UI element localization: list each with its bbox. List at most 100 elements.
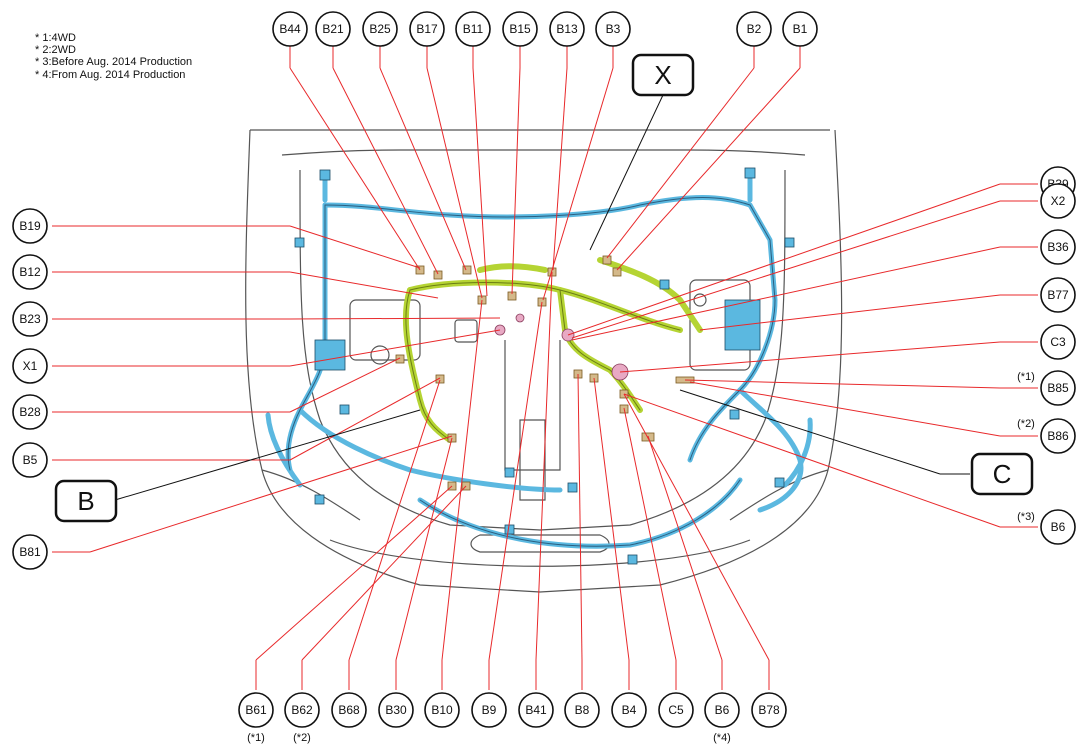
callout-circle (409, 11, 445, 47)
callout-label: B36 (1047, 240, 1069, 254)
connector-block (602, 255, 612, 265)
callout-b25: B25 (362, 11, 398, 47)
callout-b19: B19 (12, 208, 48, 244)
callout-c3: C3 (1040, 324, 1076, 360)
callout-circle (564, 692, 600, 728)
callout-label: X1 (23, 359, 38, 373)
callout-label: B6 (1051, 520, 1066, 534)
callout-b85: B85 (1040, 370, 1076, 406)
callout-circle (272, 11, 308, 47)
callout-label: X2 (1051, 194, 1066, 208)
callout-label: B61 (245, 703, 267, 717)
callout-b6: B6 (704, 692, 740, 728)
callout-b5: B5 (12, 442, 48, 478)
connector-block (744, 167, 756, 179)
connector-block (729, 409, 740, 420)
callout-label: B1 (793, 22, 808, 36)
callout-circle (549, 11, 585, 47)
callout-label: B15 (509, 22, 531, 36)
callout-b15: B15 (502, 11, 538, 47)
callout-label: B10 (431, 703, 453, 717)
callout-label: B77 (1047, 288, 1069, 302)
callout-label: B85 (1047, 381, 1069, 395)
callout-circle (378, 692, 414, 728)
section-marker-x-label: X (654, 60, 671, 90)
connector-block (659, 279, 670, 290)
connector-block (774, 477, 785, 488)
connector-block (395, 354, 405, 364)
callout-label: B25 (369, 22, 391, 36)
callout-b9: B9 (471, 692, 507, 728)
footnote-bottom-b6: (*4) (713, 732, 731, 744)
connector-block (294, 237, 305, 248)
callout-label: B68 (338, 703, 360, 717)
callout-b41: B41 (518, 692, 554, 728)
callout-label: C5 (668, 703, 684, 717)
callout-circle (518, 692, 554, 728)
blue-connectors (294, 167, 795, 565)
footnote-b6: (*3) (1017, 511, 1035, 523)
callout-circle (12, 348, 48, 384)
callout-b78: B78 (751, 692, 787, 728)
callout-circle (12, 208, 48, 244)
callout-label: B81 (19, 545, 41, 559)
callout-label: B8 (575, 703, 590, 717)
connector-block (784, 237, 795, 248)
footnote-bottom-b62: (*2) (293, 732, 311, 744)
callout-b2: B2 (736, 11, 772, 47)
callout-b23: B23 (12, 301, 48, 337)
callout-footnotes: (*1)(*2)(*3)(*1)(*2)(*4) (247, 371, 1035, 744)
note-2wd: * 2:2WD (35, 44, 76, 56)
callout-b68: B68 (331, 692, 367, 728)
footnote-b85: (*1) (1017, 371, 1035, 383)
callout-b62: B62 (284, 692, 320, 728)
callout-label: B13 (556, 22, 578, 36)
callout-x2: X2 (1040, 183, 1076, 219)
callout-circle (611, 692, 647, 728)
connector-block (314, 339, 346, 371)
callout-b12: B12 (12, 254, 48, 290)
callout-label: B78 (758, 703, 780, 717)
callout-circle (704, 692, 740, 728)
callout-circle (315, 11, 351, 47)
callout-circle (782, 11, 818, 47)
callout-label: B28 (19, 405, 41, 419)
engine-harness (402, 257, 703, 443)
callout-circle (12, 394, 48, 430)
callout-b1: B1 (782, 11, 818, 47)
callout-circle (12, 301, 48, 337)
callout-b61: B61 (238, 692, 274, 728)
callout-x1: X1 (12, 348, 48, 384)
callout-label: B30 (385, 703, 407, 717)
callout-label: B21 (322, 22, 344, 36)
callout-circle (595, 11, 631, 47)
connector-block (504, 524, 515, 535)
callout-b13: B13 (549, 11, 585, 47)
callout-b11: B11 (455, 11, 491, 47)
callout-b28: B28 (12, 394, 48, 430)
connector-block (612, 267, 622, 277)
note-4wd: * 1:4WD (35, 32, 76, 44)
note-before-aug-2014: * 3:Before Aug. 2014 Production (35, 56, 192, 68)
callout-circle (1040, 418, 1076, 454)
notes-block: * 1:4WD * 2:2WD * 3:Before Aug. 2014 Pro… (35, 32, 192, 81)
right-callouts: B39X2B36B77C3B85B86B6 (1040, 166, 1076, 545)
connector-block (435, 374, 445, 384)
connector-block (567, 482, 578, 493)
callout-circle (1040, 183, 1076, 219)
callout-b10: B10 (424, 692, 460, 728)
callout-circle (455, 11, 491, 47)
callout-label: B41 (525, 703, 547, 717)
callout-label: B9 (482, 703, 497, 717)
connector-block (314, 494, 325, 505)
section-marker-c: C (970, 452, 1034, 496)
callout-label: B4 (622, 703, 637, 717)
callout-b17: B17 (409, 11, 445, 47)
callout-circle (424, 692, 460, 728)
section-marker-b-label: B (77, 486, 94, 516)
callout-circle (1040, 370, 1076, 406)
callout-label: B11 (463, 22, 484, 36)
callout-b44: B44 (272, 11, 308, 47)
